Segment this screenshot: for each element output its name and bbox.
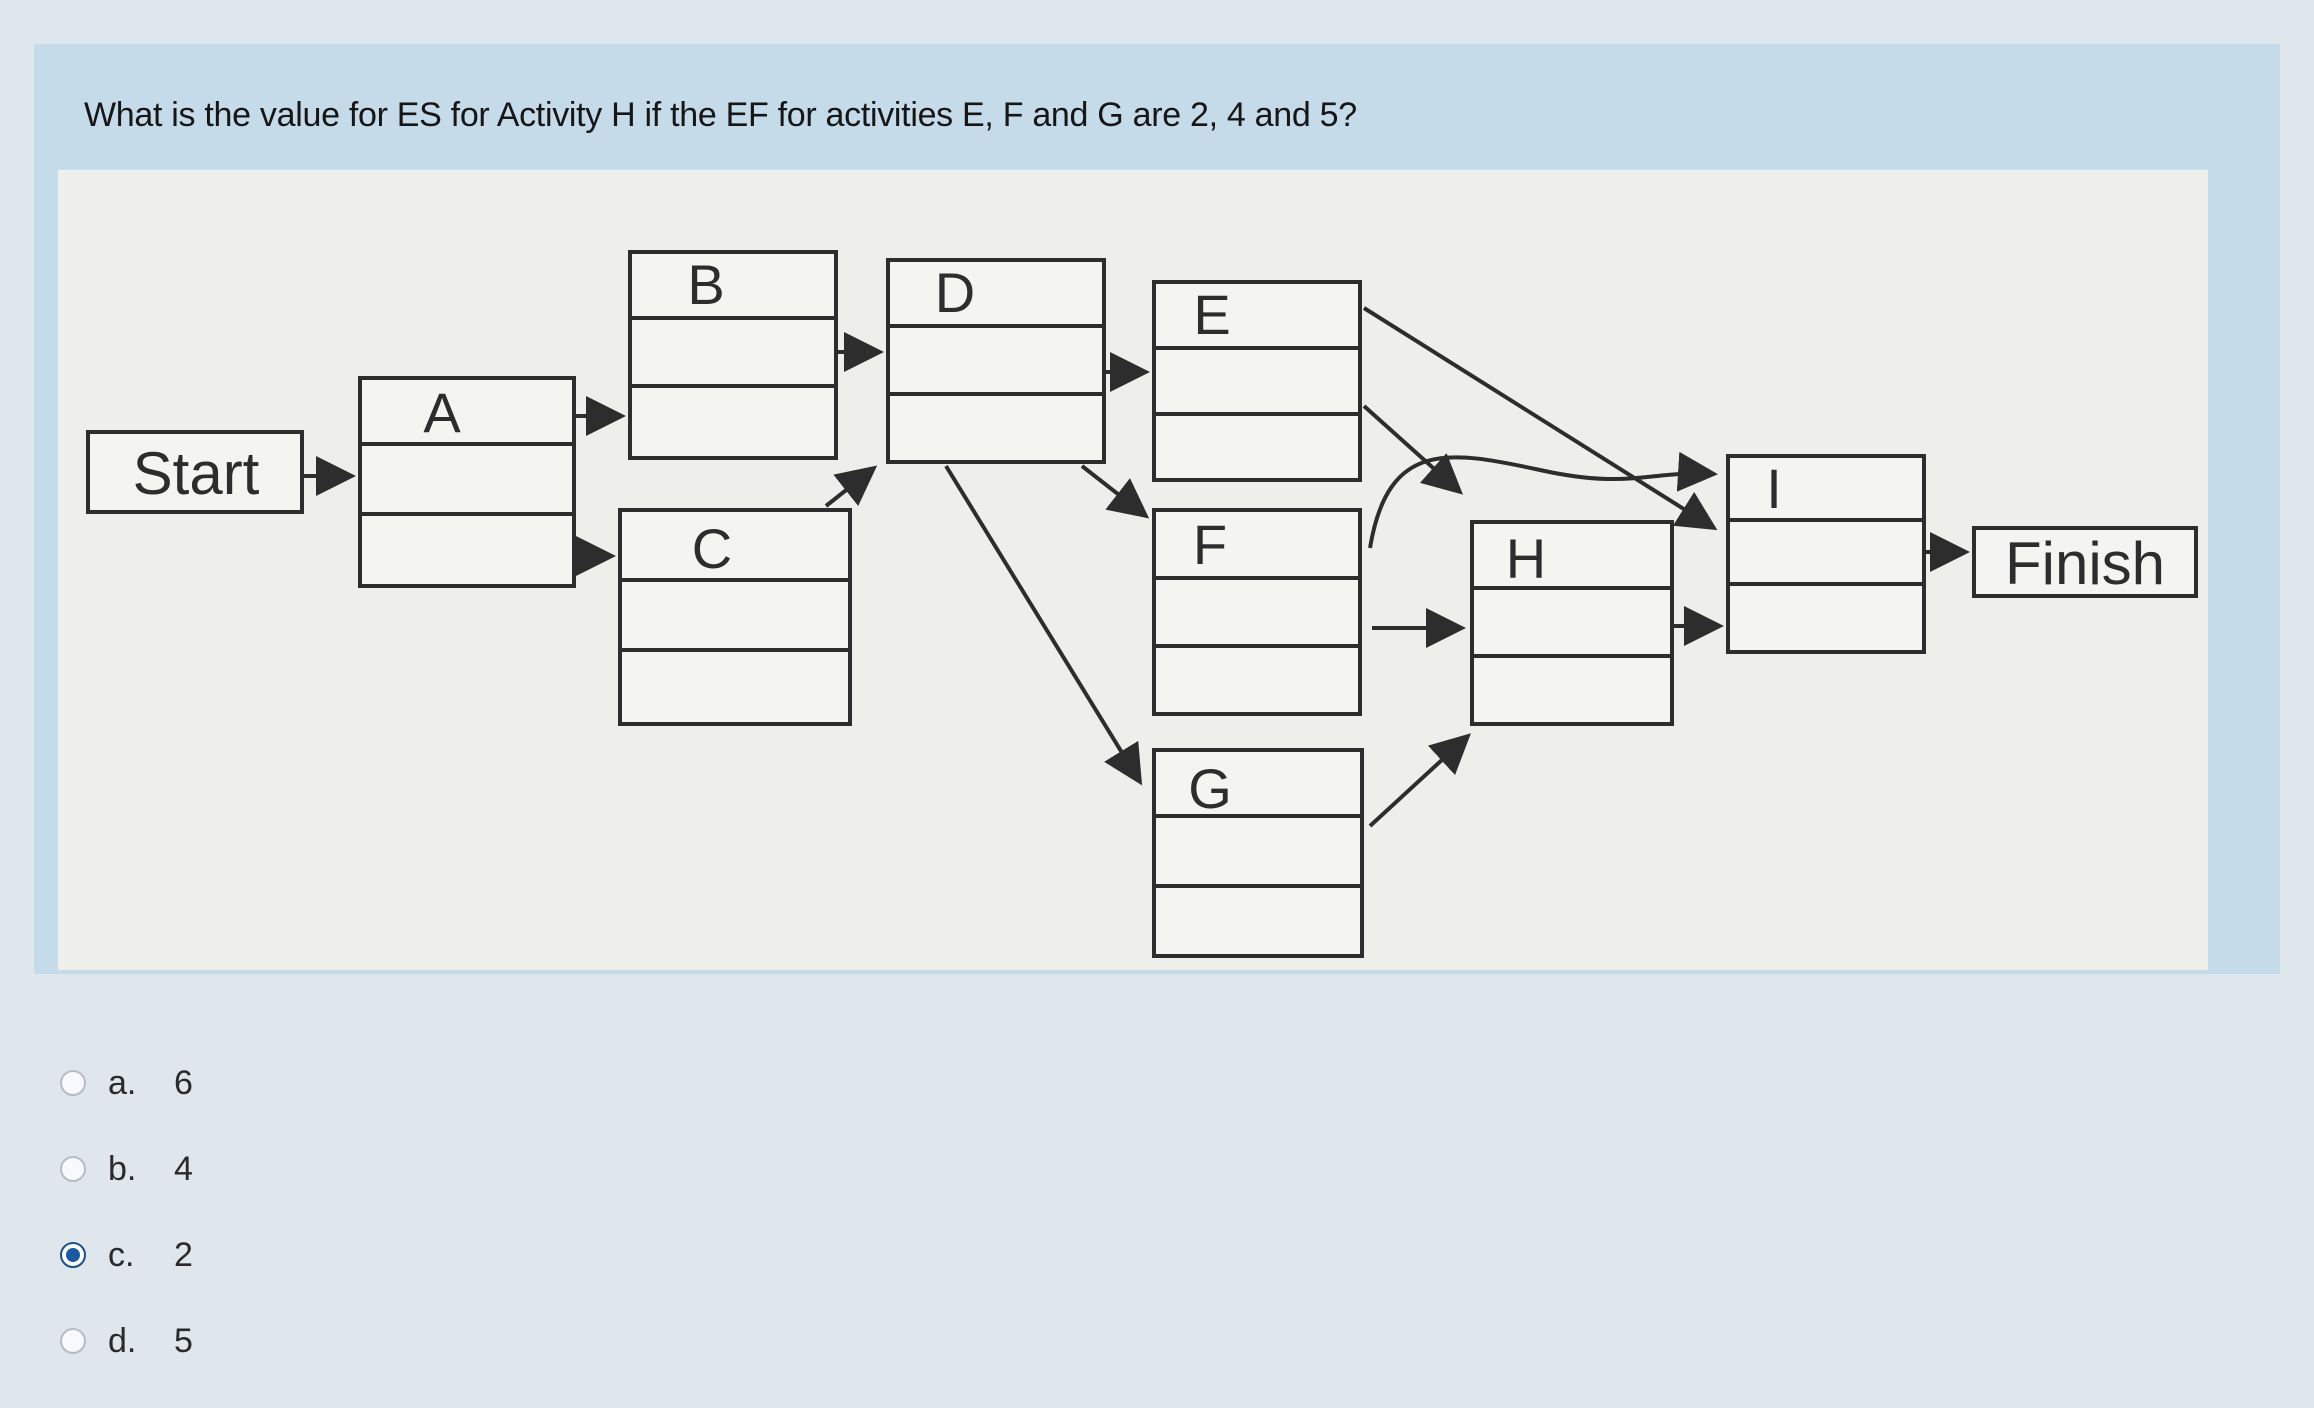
arrow-d-g [944, 464, 1143, 786]
activity-i-label: I [1766, 457, 1782, 520]
activity-e-label: E [1193, 283, 1230, 346]
arrow-g-h [1368, 733, 1471, 828]
activity-b: B [628, 250, 838, 460]
activity-a-label: A [423, 381, 461, 444]
start-node: Start [86, 430, 304, 514]
radio-option-a[interactable] [60, 1070, 86, 1096]
option-b[interactable]: b. 4 [60, 1126, 193, 1212]
activity-d-label: D [935, 261, 975, 324]
option-d-value: 5 [174, 1321, 193, 1360]
option-c[interactable]: c. 2 [60, 1212, 193, 1298]
question-text: What is the value for ES for Activity H … [84, 96, 1357, 134]
arrow-f-i-curve [1368, 451, 1718, 549]
activity-c-label: C [692, 517, 732, 580]
activity-e: E [1152, 280, 1362, 482]
option-a[interactable]: a. 6 [60, 1040, 193, 1126]
option-a-letter: a. [108, 1063, 137, 1102]
radio-option-d[interactable] [60, 1328, 86, 1354]
arrow-d-f [1080, 464, 1150, 519]
arrow-e-h [1362, 404, 1463, 495]
option-d-letter: d. [108, 1321, 137, 1360]
activity-a: A [358, 376, 576, 588]
arrow-e-i [1362, 306, 1718, 531]
option-a-value: 6 [174, 1063, 193, 1102]
option-c-letter: c. [108, 1235, 135, 1274]
finish-label: Finish [2005, 530, 2165, 597]
dependency-arrows [302, 306, 1970, 828]
option-c-value: 2 [174, 1235, 193, 1274]
activity-i: I [1726, 454, 1926, 654]
option-b-letter: b. [108, 1149, 137, 1188]
answer-options: a. 6 b. 4 c. 2 d. 5 [60, 1040, 193, 1384]
radio-option-b[interactable] [60, 1156, 86, 1182]
radio-option-c[interactable] [60, 1242, 86, 1268]
option-b-value: 4 [174, 1149, 193, 1188]
option-d[interactable]: d. 5 [60, 1298, 193, 1384]
activity-h: H [1470, 520, 1674, 726]
network-diagram-svg: Start Finish A B C D [86, 250, 2198, 958]
arrow-c-d [824, 465, 878, 508]
activity-f: F [1152, 508, 1362, 716]
finish-node: Finish [1972, 526, 2198, 598]
activity-f-label: F [1193, 513, 1227, 576]
activity-b-label: B [687, 253, 724, 316]
activity-g-label: G [1188, 757, 1232, 820]
network-diagram: Start Finish A B C D [58, 170, 2208, 970]
activity-g: G [1152, 748, 1364, 958]
start-label: Start [133, 440, 260, 507]
activity-d: D [886, 258, 1106, 464]
activity-h-label: H [1506, 527, 1546, 590]
activity-c: C [618, 508, 852, 726]
